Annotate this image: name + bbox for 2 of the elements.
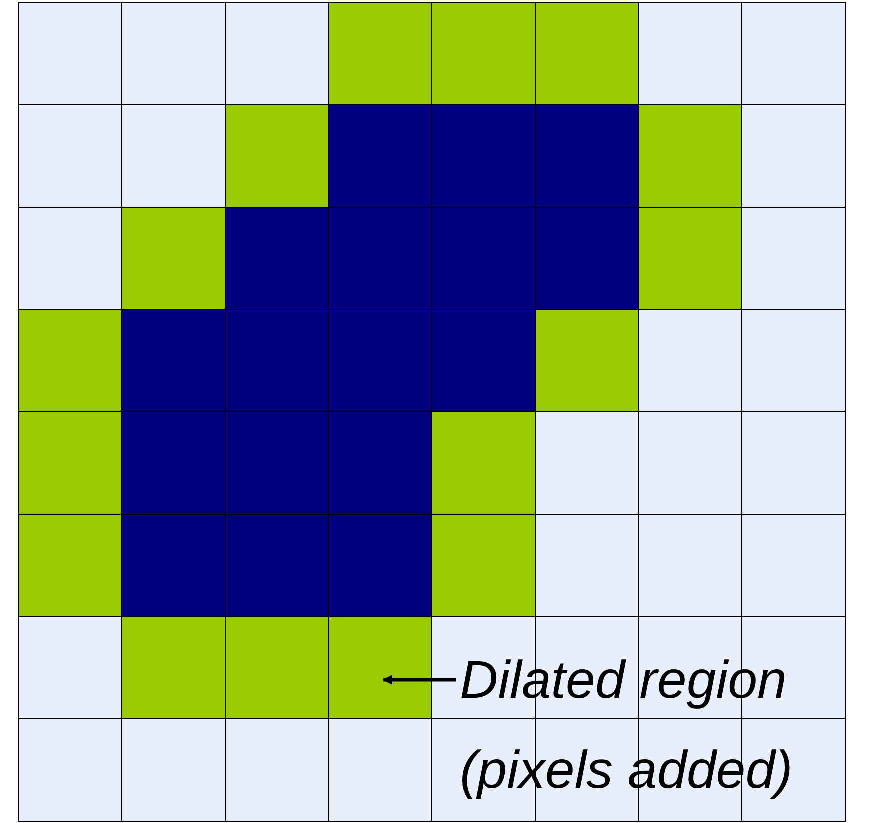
leader-line	[382, 675, 456, 685]
pixel-cell	[328, 616, 433, 720]
